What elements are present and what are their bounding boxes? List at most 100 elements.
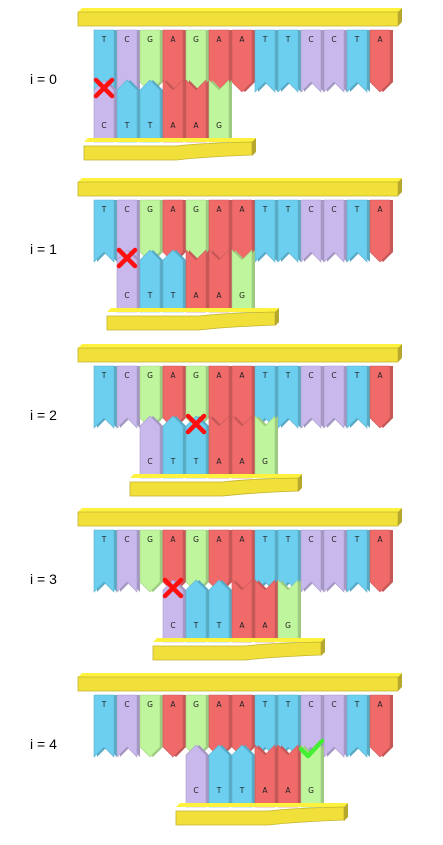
nucleotide-letter: A bbox=[170, 535, 176, 544]
top-nucleotide: C bbox=[116, 29, 140, 93]
nucleotide-letter: G bbox=[147, 35, 153, 44]
top-nucleotide: C bbox=[300, 365, 324, 429]
top-nucleotide: A bbox=[208, 29, 232, 93]
top-nucleotide: A bbox=[208, 365, 232, 429]
nucleotide-letter: T bbox=[147, 121, 153, 130]
top-nucleotide: T bbox=[346, 199, 370, 263]
nucleotide-letter: C bbox=[331, 535, 336, 544]
top-nucleotide: T bbox=[254, 529, 278, 593]
nucleotide-letter: A bbox=[377, 700, 383, 709]
nucleotide-letter: G bbox=[147, 535, 153, 544]
top-nucleotide: G bbox=[185, 529, 209, 593]
top-nucleotide: A bbox=[369, 29, 393, 93]
nucleotide-letter: T bbox=[216, 786, 222, 795]
nucleotide-letter: A bbox=[285, 786, 291, 795]
nucleotide-letter: A bbox=[262, 621, 268, 630]
nucleotide-letter: T bbox=[124, 121, 130, 130]
bottom-backbone bbox=[83, 138, 256, 161]
top-nucleotide: A bbox=[162, 29, 186, 93]
nucleotide-letter: T bbox=[170, 291, 176, 300]
check-icon bbox=[298, 738, 325, 759]
nucleotide-letter: A bbox=[193, 291, 199, 300]
nucleotide-letter: C bbox=[308, 35, 313, 44]
cross-icon bbox=[162, 577, 184, 599]
bottom-nucleotide: A bbox=[185, 249, 209, 313]
bottom-nucleotide: C bbox=[139, 415, 163, 479]
nucleotide-letter: T bbox=[354, 35, 360, 44]
top-nucleotide: G bbox=[185, 694, 209, 758]
nucleotide-letter: A bbox=[239, 457, 245, 466]
top-nucleotide: A bbox=[208, 199, 232, 263]
top-nucleotide: C bbox=[323, 199, 347, 263]
nucleotide-letter: C bbox=[170, 621, 175, 630]
top-nucleotide: A bbox=[162, 199, 186, 263]
nucleotide-letter: A bbox=[377, 35, 383, 44]
nucleotide-letter: G bbox=[193, 700, 199, 709]
nucleotide-letter: T bbox=[354, 371, 360, 380]
nucleotide-letter: T bbox=[354, 700, 360, 709]
top-nucleotide: G bbox=[139, 29, 163, 93]
nucleotide-letter: C bbox=[124, 700, 129, 709]
bottom-nucleotide: A bbox=[208, 415, 232, 479]
row-label: i = 3 bbox=[30, 571, 57, 587]
nucleotide-letter: G bbox=[239, 291, 245, 300]
nucleotide-letter: C bbox=[147, 457, 152, 466]
nucleotide-letter: A bbox=[216, 291, 222, 300]
nucleotide-letter: C bbox=[124, 371, 129, 380]
nucleotide-letter: T bbox=[285, 700, 291, 709]
nucleotide-letter: T bbox=[285, 35, 291, 44]
nucleotide-letter: A bbox=[170, 205, 176, 214]
nucleotide-letter: A bbox=[216, 35, 222, 44]
top-nucleotide: A bbox=[369, 529, 393, 593]
top-nucleotide: C bbox=[300, 29, 324, 93]
nucleotide-letter: C bbox=[308, 205, 313, 214]
nucleotide-letter: A bbox=[239, 371, 245, 380]
nucleotide-letter: T bbox=[239, 786, 245, 795]
nucleotide-letter: C bbox=[331, 205, 336, 214]
bottom-nucleotide: A bbox=[231, 415, 255, 479]
nucleotide-letter: C bbox=[124, 535, 129, 544]
nucleotide-letter: A bbox=[377, 535, 383, 544]
nucleotide-letter: T bbox=[262, 205, 268, 214]
nucleotide-letter: A bbox=[193, 121, 199, 130]
nucleotide-letter: C bbox=[308, 700, 313, 709]
bottom-nucleotide: T bbox=[208, 579, 232, 643]
nucleotide-letter: A bbox=[170, 700, 176, 709]
top-nucleotide: A bbox=[369, 694, 393, 758]
top-nucleotide: T bbox=[346, 529, 370, 593]
nucleotide-letter: C bbox=[331, 700, 336, 709]
top-nucleotide: T bbox=[93, 529, 117, 593]
top-nucleotide: T bbox=[277, 199, 301, 263]
nucleotide-letter: T bbox=[262, 371, 268, 380]
top-backbone bbox=[77, 8, 402, 27]
top-nucleotide: T bbox=[93, 694, 117, 758]
nucleotide-letter: A bbox=[170, 371, 176, 380]
top-nucleotide: A bbox=[369, 199, 393, 263]
nucleotide-letter: G bbox=[193, 371, 199, 380]
row-label: i = 0 bbox=[30, 71, 57, 87]
top-nucleotide: C bbox=[116, 365, 140, 429]
top-nucleotide: A bbox=[208, 529, 232, 593]
nucleotide-letter: A bbox=[239, 700, 245, 709]
nucleotide-letter: G bbox=[193, 205, 199, 214]
bottom-nucleotide: G bbox=[231, 249, 255, 313]
bottom-nucleotide: G bbox=[254, 415, 278, 479]
top-backbone bbox=[77, 508, 402, 527]
top-nucleotide: T bbox=[277, 29, 301, 93]
nucleotide-letter: T bbox=[262, 700, 268, 709]
top-nucleotide: C bbox=[300, 199, 324, 263]
bottom-nucleotide: A bbox=[231, 579, 255, 643]
bottom-nucleotide: G bbox=[277, 579, 301, 643]
bottom-nucleotide: C bbox=[185, 744, 209, 808]
top-backbone bbox=[77, 344, 402, 363]
nucleotide-letter: T bbox=[193, 621, 199, 630]
top-nucleotide: G bbox=[185, 199, 209, 263]
nucleotide-letter: T bbox=[285, 535, 291, 544]
nucleotide-letter: T bbox=[262, 35, 268, 44]
nucleotide-letter: T bbox=[216, 621, 222, 630]
nucleotide-letter: A bbox=[170, 121, 176, 130]
bottom-nucleotide: T bbox=[208, 744, 232, 808]
